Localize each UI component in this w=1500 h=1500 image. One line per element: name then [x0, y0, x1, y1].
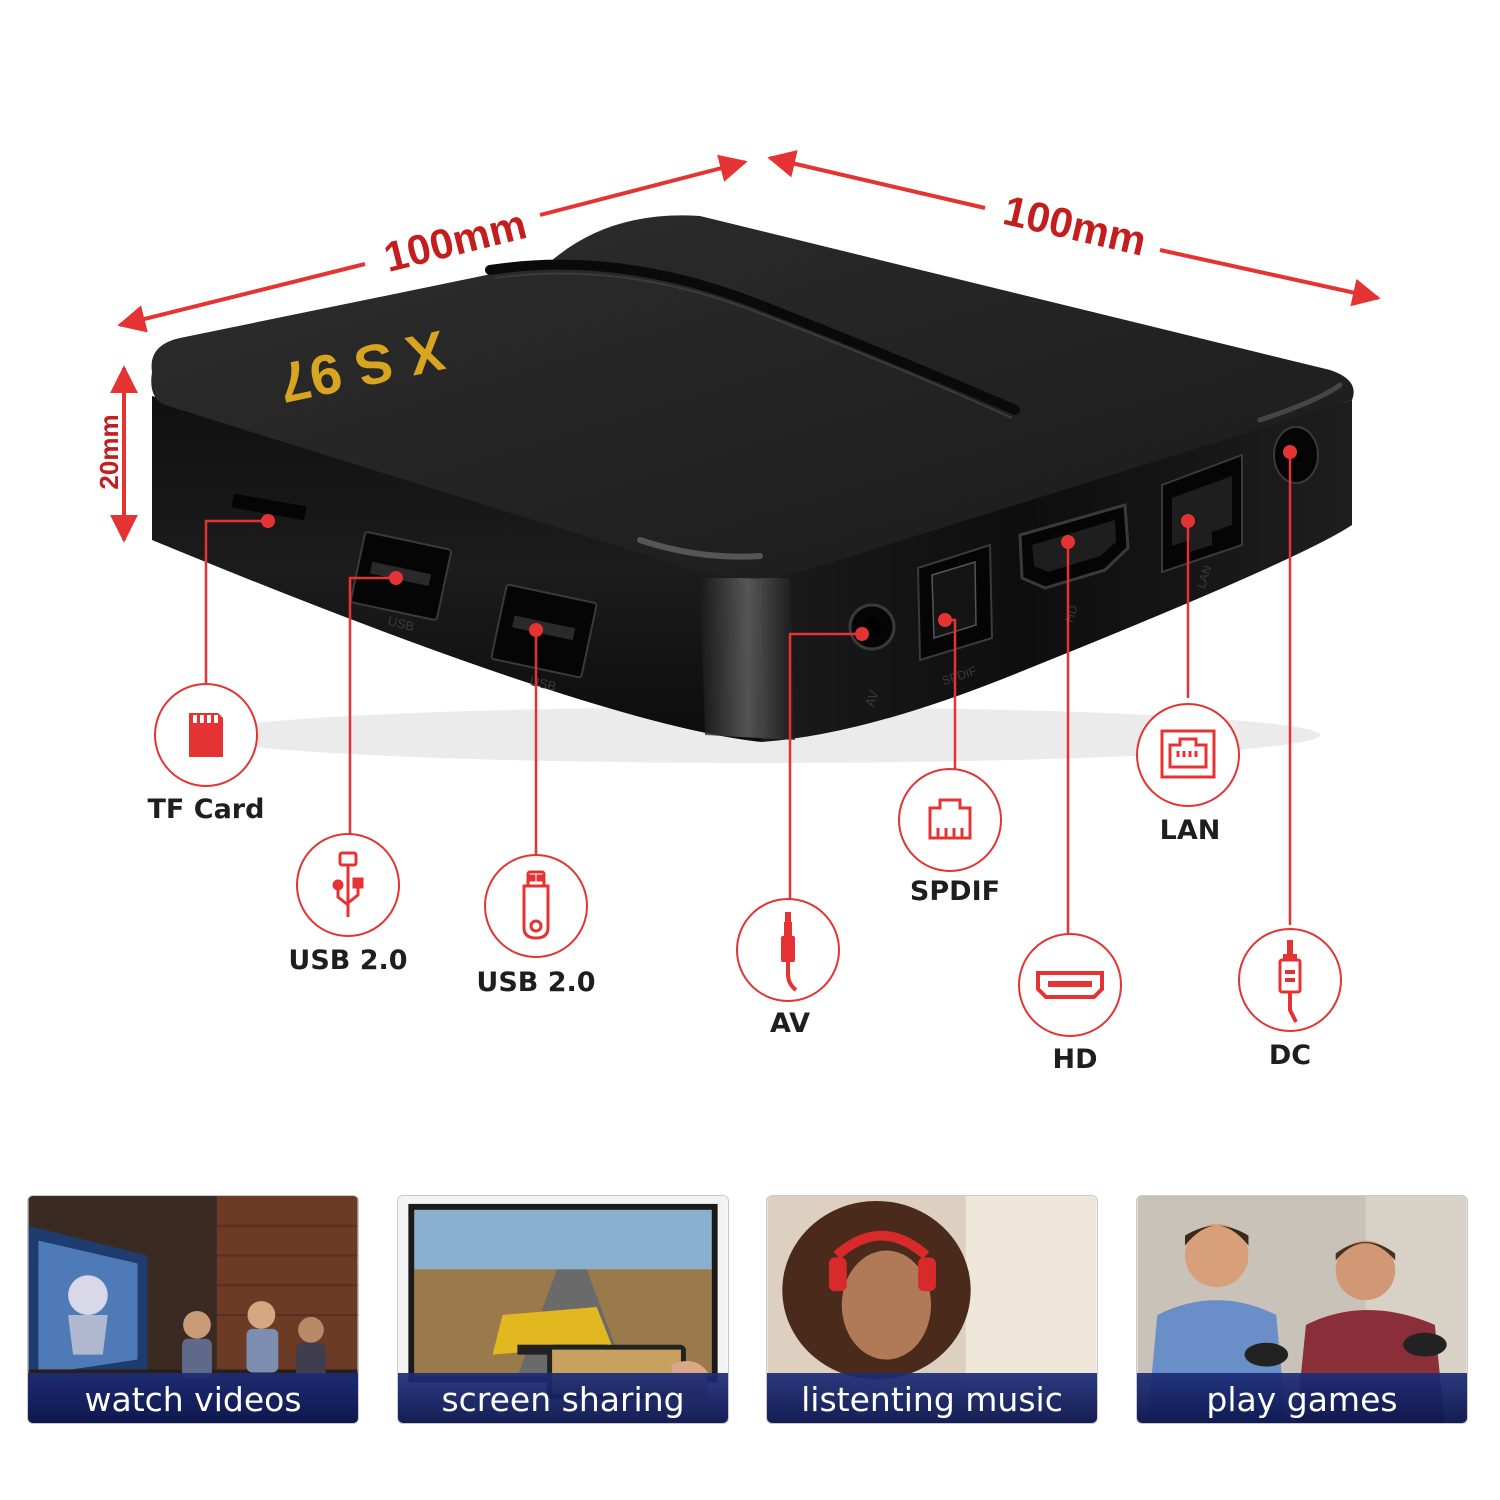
port-circle-usb1 — [296, 833, 400, 937]
port-label-lan: LAN — [1159, 815, 1221, 846]
port-label-av: AV — [770, 1008, 810, 1039]
av-port-print: AV — [862, 688, 882, 709]
lan-port-print: LAN — [1194, 564, 1215, 591]
tf-card-slot — [231, 493, 307, 521]
port-circle-lan — [1136, 703, 1240, 807]
audio-jack-icon — [781, 912, 798, 992]
feature-caption-play-games: play games — [1206, 1380, 1398, 1419]
usb-stick-icon — [522, 870, 550, 940]
dimension-height-label: 20mm — [94, 414, 124, 489]
port-circle-av — [736, 898, 840, 1002]
port-circle-tf — [154, 683, 258, 787]
port-label-usb1: USB 2.0 — [288, 945, 408, 976]
feature-card-screen-sharing: screen sharing — [397, 1195, 729, 1424]
feature-caption-bar — [398, 1373, 728, 1423]
port-label-tf: TF Card — [147, 794, 265, 825]
feature-caption-watch-videos: watch videos — [84, 1380, 302, 1419]
feature-card-play-games: play games — [1136, 1195, 1468, 1424]
optical-port-icon — [928, 798, 972, 840]
usb-port-1-print: USB — [386, 613, 416, 634]
feature-card-watch-videos: watch videos — [27, 1195, 359, 1424]
feature-caption-bar — [28, 1373, 358, 1423]
ethernet-port-icon — [1160, 729, 1216, 779]
hd-port-print: HD — [1062, 603, 1081, 624]
port-circle-dc — [1238, 928, 1342, 1032]
feature-caption-bar — [767, 1373, 1097, 1423]
feature-caption-bar — [1137, 1373, 1467, 1423]
dc-plug-icon — [1278, 940, 1302, 1023]
port-circle-hd — [1018, 933, 1122, 1037]
feature-caption-screen-sharing: screen sharing — [441, 1380, 685, 1419]
hd-port: HD — [1018, 503, 1130, 624]
port-label-usb2: USB 2.0 — [476, 967, 596, 998]
port-circle-spdif — [898, 768, 1002, 872]
dimension-height: 20mm — [94, 365, 138, 543]
port-label-dc: DC — [1268, 1040, 1312, 1071]
screen-sharing-photo — [398, 1196, 728, 1423]
tv-box-device: X S 97 USB USB AV SPDIF — [151, 215, 1354, 763]
port-circle-usb2 — [484, 854, 588, 958]
feature-card-listening-music: listenting music — [766, 1195, 1098, 1424]
feature-caption-listening-music: listenting music — [801, 1380, 1063, 1419]
usb-symbol-icon — [332, 851, 364, 917]
sd-card-icon — [189, 713, 223, 757]
dimension-width-right-label: 100mm — [999, 186, 1151, 264]
port-label-spdif: SPDIF — [909, 876, 1001, 907]
port-label-hd: HD — [1052, 1044, 1098, 1075]
usb-port-2: USB — [490, 583, 598, 694]
hdmi-port-icon — [1036, 971, 1104, 999]
port-markers — [261, 445, 1297, 641]
